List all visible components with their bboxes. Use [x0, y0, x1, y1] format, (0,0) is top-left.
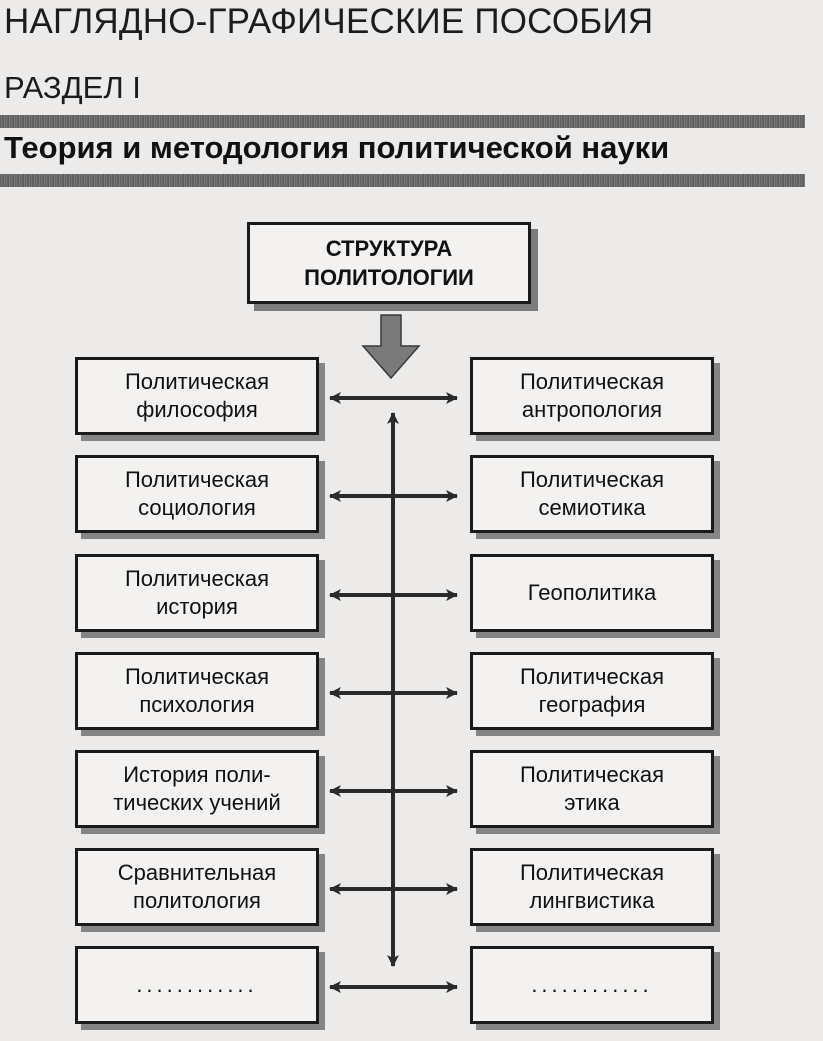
right-discipline-label: лингвистика	[529, 888, 655, 913]
right-discipline-label: Политическая	[519, 860, 664, 885]
right-discipline-label: Политическая	[519, 467, 664, 492]
left-discipline-label: философия	[136, 397, 258, 422]
left-discipline-label: Политическая	[124, 566, 269, 591]
left-discipline-label: социология	[138, 495, 256, 520]
root-node-line-1: СТРУКТУРА	[325, 236, 453, 261]
root-down-block-arrow	[361, 314, 421, 380]
title-rule-bottom	[0, 174, 805, 187]
section-title: Теория и методология политической науки	[4, 130, 670, 165]
root-node-structure-of-political-science: СТРУКТУРА ПОЛИТОЛОГИИ	[247, 222, 531, 304]
right-discipline-label: Геополитика	[527, 580, 657, 605]
left-discipline-label: Политическая	[124, 467, 269, 492]
section-label: РАЗДЕЛ I	[4, 70, 141, 105]
left-discipline-box-4: Политическая психология	[75, 652, 319, 730]
right-discipline-label: Политическая	[519, 762, 664, 787]
left-discipline-label: тических учений	[113, 790, 281, 815]
right-discipline-label: антропология	[521, 397, 663, 422]
right-discipline-box-3: Геополитика	[470, 554, 714, 632]
right-discipline-label: семиотика	[538, 495, 646, 520]
right-discipline-label: Политическая	[519, 664, 664, 689]
left-discipline-label: Политическая	[124, 369, 269, 394]
right-discipline-label: география	[538, 692, 646, 717]
left-discipline-box-2: Политическая социология	[75, 455, 319, 533]
right-discipline-label: этика	[564, 790, 620, 815]
left-discipline-box-1: Политическая философия	[75, 357, 319, 435]
right-discipline-label: ............	[531, 972, 653, 997]
right-discipline-box-7: ............	[470, 946, 714, 1024]
right-discipline-box-6: Политическая лингвистика	[470, 848, 714, 926]
right-discipline-box-1: Политическая антропология	[470, 357, 714, 435]
right-discipline-box-2: Политическая семиотика	[470, 455, 714, 533]
root-node-line-2: ПОЛИТОЛОГИИ	[304, 265, 474, 290]
left-discipline-label: История поли-	[123, 762, 271, 787]
left-discipline-label: Политическая	[124, 664, 269, 689]
book-part-heading: НАГЛЯДНО-ГРАФИЧЕСКИЕ ПОСОБИЯ	[4, 2, 654, 41]
left-discipline-box-5: История поли-тических учений	[75, 750, 319, 828]
right-discipline-box-4: Политическая география	[470, 652, 714, 730]
left-discipline-box-6: Сравнительная политология	[75, 848, 319, 926]
right-discipline-box-5: Политическая этика	[470, 750, 714, 828]
left-discipline-box-7: ............	[75, 946, 319, 1024]
left-discipline-box-3: Политическая история	[75, 554, 319, 632]
left-discipline-label: ............	[136, 972, 258, 997]
title-rule-top	[0, 115, 805, 128]
left-discipline-label: психология	[139, 692, 255, 717]
right-discipline-label: Политическая	[519, 369, 664, 394]
left-discipline-label: история	[156, 594, 238, 619]
left-discipline-label: Сравнительная	[117, 860, 277, 885]
left-discipline-label: политология	[133, 888, 261, 913]
